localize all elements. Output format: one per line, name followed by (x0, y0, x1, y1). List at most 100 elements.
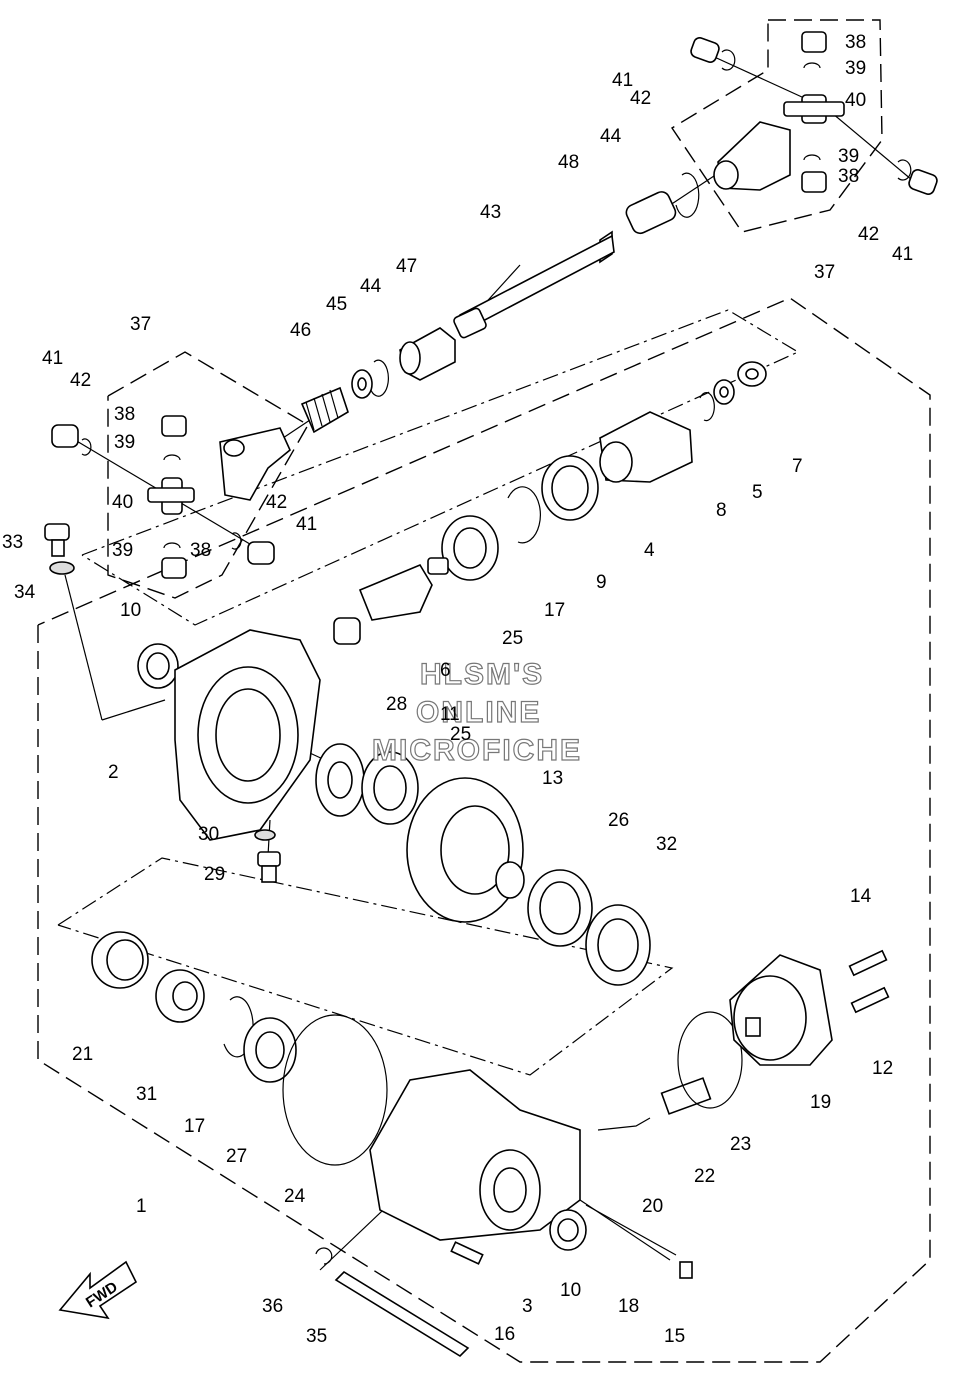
callout: 40 (845, 90, 866, 111)
callout: 25 (502, 628, 523, 649)
bolt-16 (450, 1241, 484, 1265)
callout: 27 (226, 1146, 247, 1167)
callout: 35 (306, 1326, 327, 1347)
bolt-15 (679, 1261, 693, 1279)
callout: 12 (872, 1058, 893, 1079)
differential-set (315, 743, 651, 986)
clip-42-left (81, 438, 92, 456)
callout: 41 (892, 244, 913, 265)
callout: 34 (14, 582, 36, 603)
watermark-line-1: HLSM'S (420, 658, 544, 691)
callout: 17 (184, 1116, 205, 1137)
washer-34 (49, 561, 75, 575)
pin-35 (334, 1270, 470, 1358)
bearing-41-upper-left (690, 37, 720, 63)
watermark-line-2: ONLINE (416, 696, 541, 729)
callout: 17 (544, 600, 565, 621)
circlip-44-upper (675, 172, 700, 218)
callout: 14 (850, 886, 872, 907)
oring-23 (677, 1011, 743, 1109)
drive-shaft-assembly (300, 172, 700, 434)
callout: 39 (838, 146, 859, 167)
callout: 33 (2, 532, 23, 553)
callout: 38 (114, 404, 135, 425)
pinion-set (333, 455, 599, 645)
callout: 42 (630, 88, 651, 109)
circlip-39-c (163, 454, 181, 461)
callout: 21 (72, 1044, 93, 1065)
universal-joint-upper (690, 31, 938, 195)
pinion-gear-6 (358, 563, 433, 621)
bearing-28 (333, 617, 361, 645)
callout: 41 (612, 70, 633, 91)
callout: 3 (522, 1296, 533, 1317)
spider-40-arm (783, 101, 845, 117)
callout: 7 (792, 456, 803, 477)
lower-left-set (91, 931, 388, 1166)
forward-arrow: FWD (58, 1260, 138, 1320)
callout: 42 (266, 492, 287, 513)
callout: 24 (284, 1186, 306, 1207)
clip-42-upper-left (721, 49, 736, 71)
callout: 26 (608, 810, 629, 831)
bearing-41-left (51, 424, 79, 448)
bearing-cup-38-top (801, 31, 827, 53)
callout: 6 (440, 660, 451, 681)
callout: 10 (560, 1280, 581, 1301)
bolt-29-shank (261, 865, 277, 883)
assembly-1-outline (37, 297, 931, 1363)
callout: 39 (114, 432, 135, 453)
callout: 4 (644, 540, 655, 561)
callout: 47 (396, 256, 417, 277)
bolt-29-head (257, 851, 281, 867)
boot-47-end (399, 341, 421, 375)
callout: 18 (618, 1296, 639, 1317)
callout: 32 (656, 834, 677, 855)
bearing-41-lower (247, 541, 275, 565)
circlip-17-upper (507, 486, 541, 544)
callout: 5 (752, 482, 763, 503)
circlip-39-bottom (803, 154, 821, 161)
bolt-33-shank (51, 539, 65, 557)
callout: 38 (838, 166, 859, 187)
callout: 16 (494, 1324, 515, 1345)
callout: 8 (716, 500, 727, 521)
bearing-cup-38-bottom (801, 171, 827, 193)
callout: 29 (204, 864, 225, 885)
right-lower-set (597, 949, 890, 1131)
callout: 37 (130, 314, 151, 335)
wire-20 (597, 1117, 651, 1131)
assembly-37-outline-top (671, 19, 883, 233)
bolt-14 (848, 949, 888, 977)
callout: 46 (290, 320, 311, 341)
callout: 42 (858, 224, 879, 245)
callout: 1 (136, 1196, 147, 1217)
circlip-39-top (803, 62, 821, 69)
housing-3-body (369, 1069, 581, 1241)
housing-2 (137, 629, 321, 883)
bolt-12 (850, 986, 890, 1014)
assembly-37-outline-left (107, 351, 309, 599)
callout: 40 (112, 492, 133, 513)
yoke-4-bore (599, 441, 633, 483)
bolt-33-head (44, 523, 70, 541)
bearing-cup-38-d (161, 557, 187, 579)
shaft-spline-lower (453, 307, 487, 339)
universal-joint-lower (51, 415, 291, 579)
callout: 43 (480, 202, 501, 223)
watermark-line-3: MICROFICHE (372, 734, 582, 767)
magnet-22 (660, 1077, 712, 1115)
washer-30 (254, 829, 276, 841)
callout-labels: 38 39 40 41 42 39 38 44 48 43 42 41 37 4… (2, 32, 913, 1347)
callout: 15 (664, 1326, 685, 1347)
yoke-lower (219, 427, 291, 501)
circlip-44-lower (369, 359, 389, 397)
callout: 31 (136, 1084, 157, 1105)
bushing-48 (625, 191, 677, 235)
callout: 39 (845, 58, 866, 79)
callout: 22 (694, 1166, 715, 1187)
oring-8 (699, 392, 715, 422)
callout: 45 (326, 294, 347, 315)
